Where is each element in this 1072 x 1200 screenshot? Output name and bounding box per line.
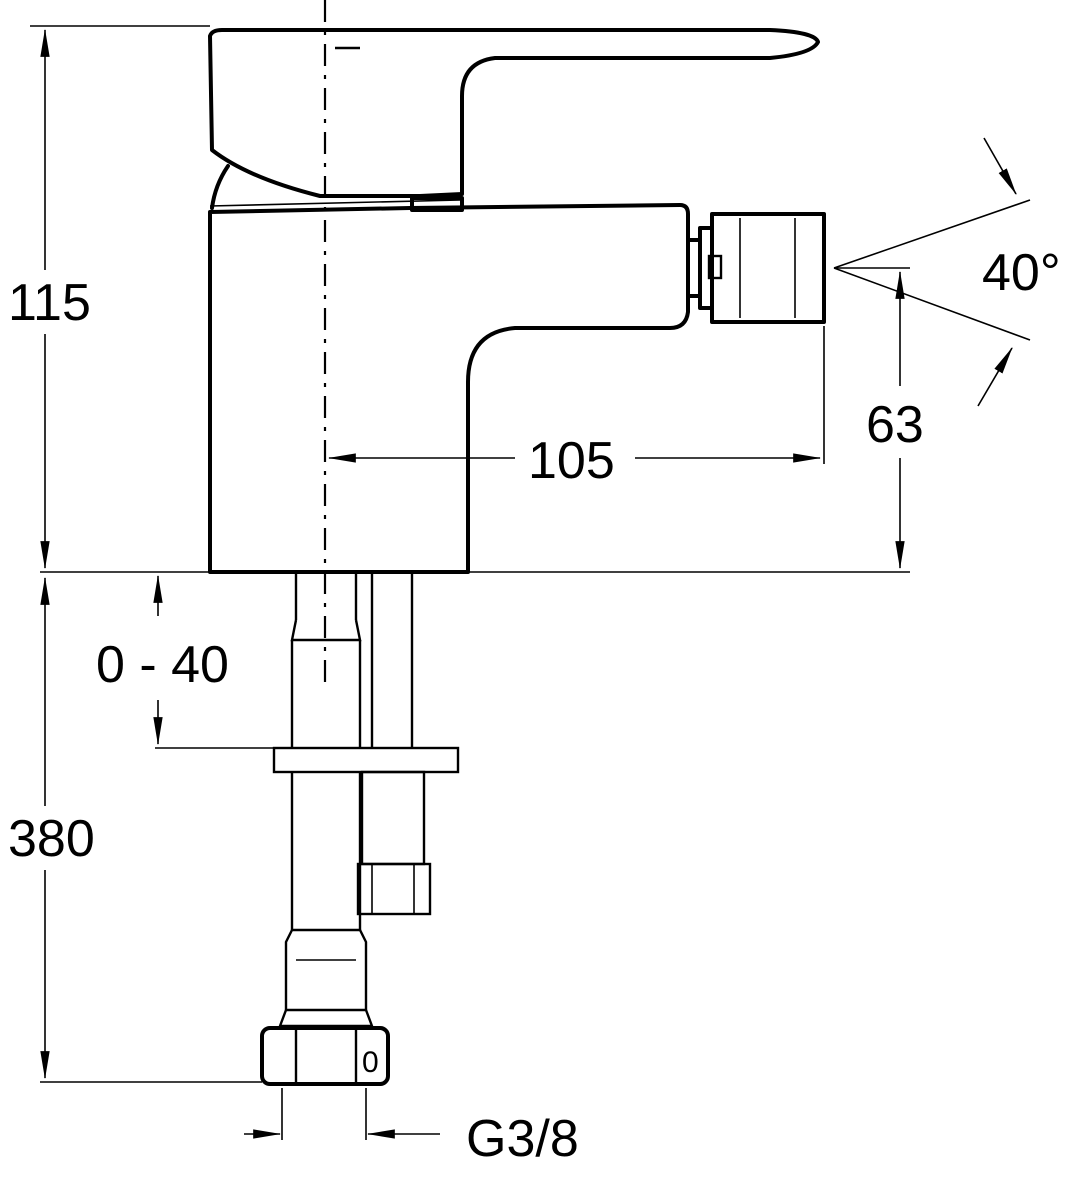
spout-height-label: 63 xyxy=(866,396,924,454)
dimension-connection-thread: G3/8 xyxy=(244,1088,579,1168)
pipe-length-label: 380 xyxy=(8,810,95,868)
supply-pipes xyxy=(272,574,460,1028)
spray-angle-label: 40° xyxy=(982,244,1061,302)
connection-thread-label: G3/8 xyxy=(466,1110,579,1168)
dimension-pipe-length: 380 xyxy=(6,576,262,1083)
dimension-spout-reach: 105 xyxy=(327,326,825,490)
dimension-total-height: 115 xyxy=(6,25,910,573)
hex-nut: 0 xyxy=(260,1026,390,1086)
lever-handle xyxy=(208,28,820,210)
dimension-spray-angle: 40° xyxy=(833,137,1061,407)
spout-reach-label: 105 xyxy=(528,432,615,490)
thickness-range-label: 0 - 40 xyxy=(96,636,229,694)
spray-head xyxy=(686,212,826,324)
faucet-body xyxy=(208,196,690,574)
dimension-thickness-range: 0 - 40 xyxy=(96,574,274,749)
total-height-label: 115 xyxy=(8,274,91,332)
nut-marking-label: 0 xyxy=(362,1046,379,1079)
dimension-spout-height: 63 xyxy=(836,267,924,570)
